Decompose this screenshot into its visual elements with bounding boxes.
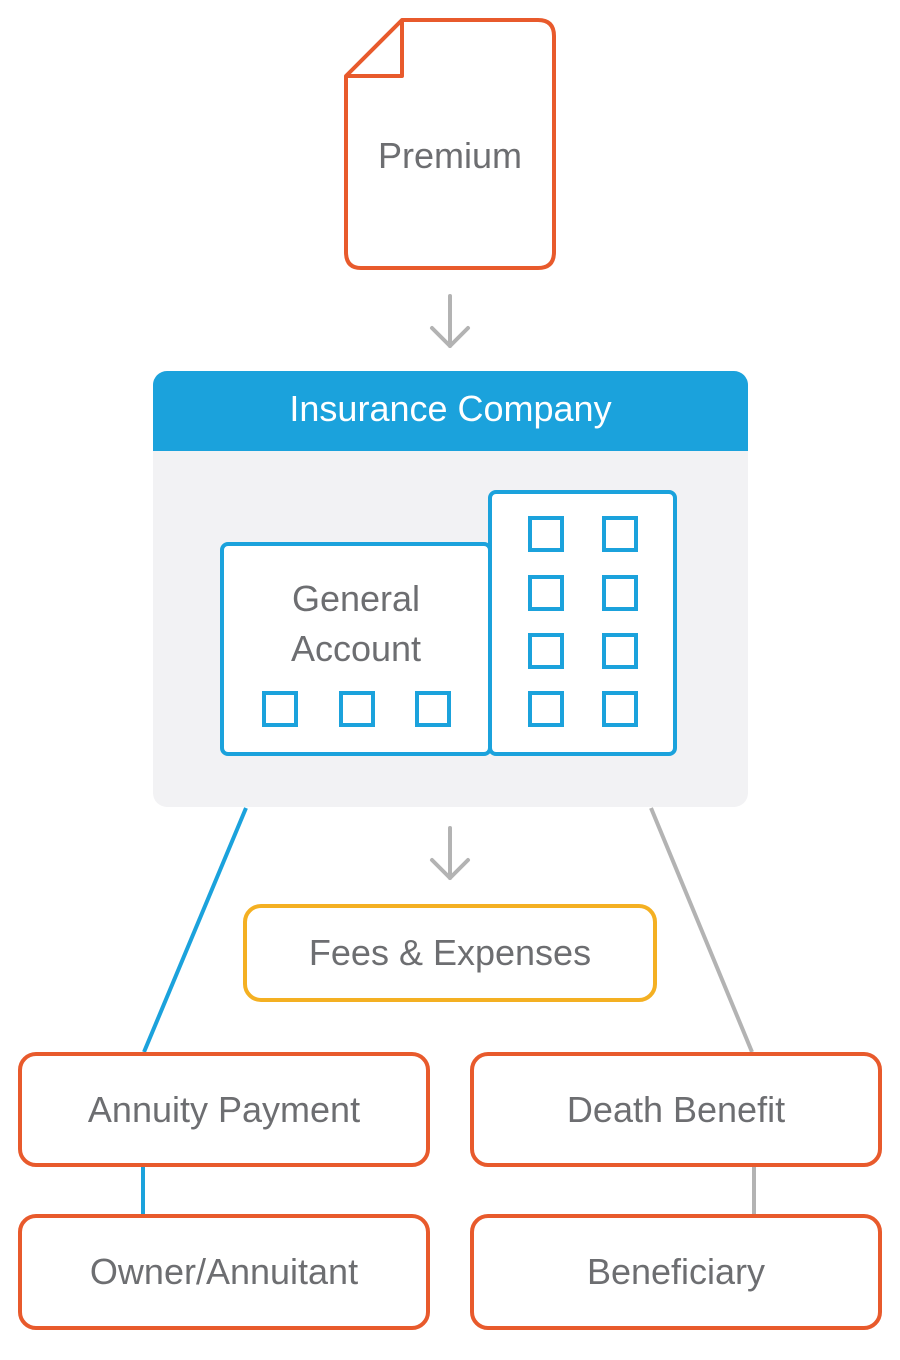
beneficiary-box: Beneficiary xyxy=(470,1214,882,1330)
fees-expenses-label: Fees & Expenses xyxy=(308,932,592,973)
building-tower xyxy=(488,490,677,756)
premium-document-icon xyxy=(344,18,556,270)
premium-document-fold xyxy=(346,20,404,78)
arrow-down-icon xyxy=(430,294,470,348)
owner-annuitant-label: Owner/Annuitant xyxy=(89,1251,359,1292)
general-account-building xyxy=(220,542,492,756)
general-account-label: General Account xyxy=(222,574,490,674)
premium-label: Premium xyxy=(377,135,523,176)
general-account-line2: Account xyxy=(290,628,422,669)
owner-annuitant-box: Owner/Annuitant xyxy=(18,1214,430,1330)
death-benefit-box: Death Benefit xyxy=(470,1052,882,1167)
annuity-payment-label: Annuity Payment xyxy=(87,1088,361,1130)
connector-company-to-annuity xyxy=(142,807,248,1053)
general-account-line1: General xyxy=(291,578,421,619)
tower-windows xyxy=(528,516,638,727)
arrow-down-icon xyxy=(430,826,470,880)
general-account-windows xyxy=(262,691,451,727)
annuity-payment-box: Annuity Payment xyxy=(18,1052,430,1167)
death-benefit-label: Death Benefit xyxy=(566,1088,786,1130)
connector-company-to-death xyxy=(649,807,754,1053)
beneficiary-label: Beneficiary xyxy=(586,1251,766,1292)
fees-expenses-box: Fees & Expenses xyxy=(243,904,657,1002)
insurance-company-title: Insurance Company xyxy=(153,371,748,451)
